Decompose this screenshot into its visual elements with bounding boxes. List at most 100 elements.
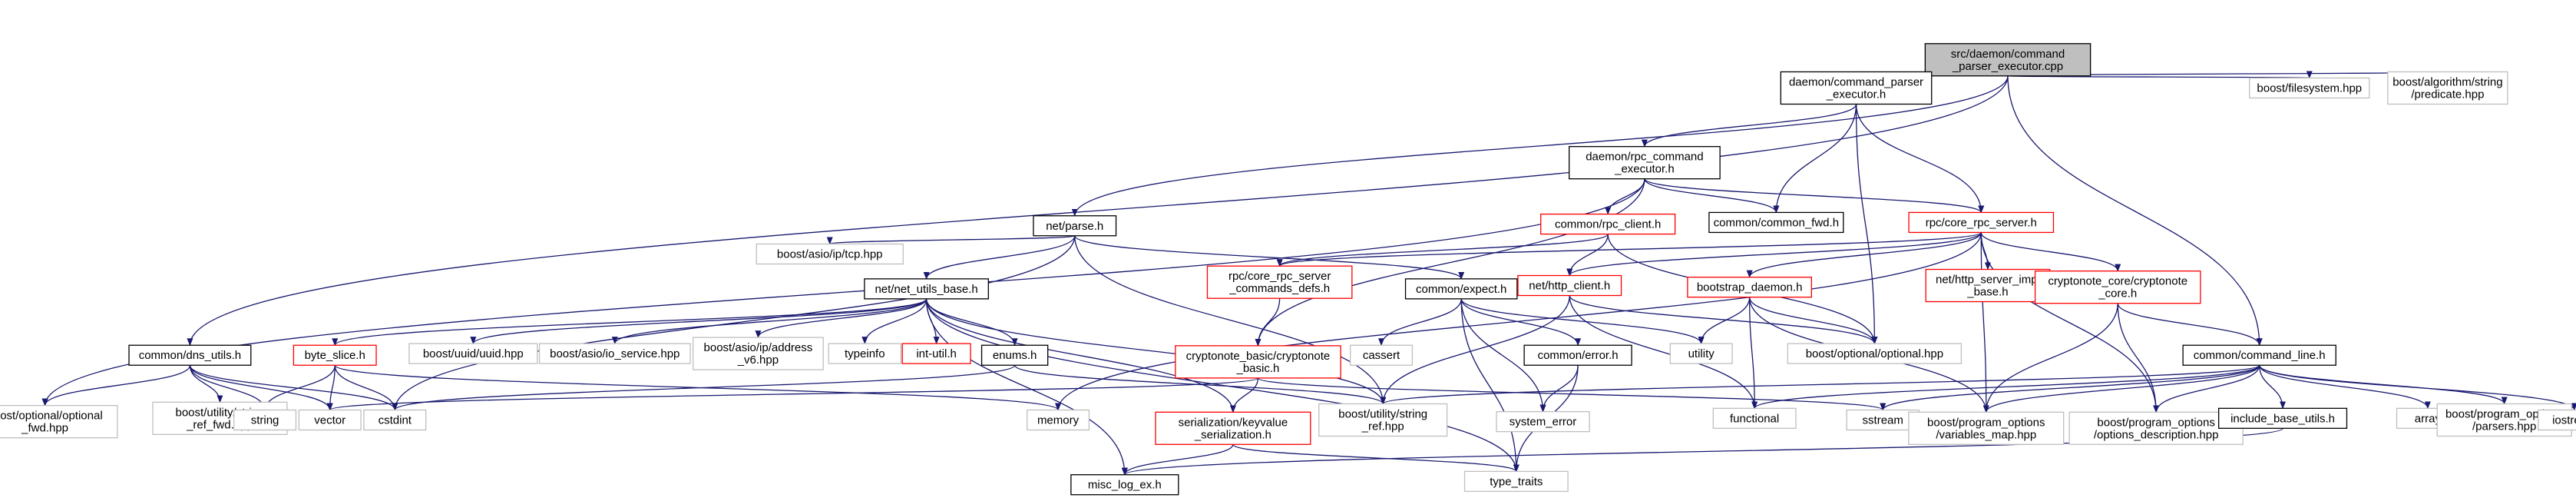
- node-odesc[interactable]: boost/program_options/options_descriptio…: [2068, 411, 2244, 445]
- node-box[interactable]: [1780, 71, 1933, 105]
- node-utility[interactable]: utility: [1669, 343, 1733, 364]
- node-box[interactable]: [1517, 274, 1622, 297]
- node-sstream[interactable]: sstream: [1846, 409, 1920, 431]
- node-box[interactable]: [0, 404, 118, 439]
- node-bslice[interactable]: byte_slice.h: [293, 344, 377, 366]
- node-label-line: boost/optional/optional: [0, 410, 103, 423]
- node-cfwd[interactable]: common/common_fwd.h: [1708, 211, 1844, 234]
- node-box[interactable]: [1070, 474, 1179, 496]
- node-box[interactable]: [1540, 213, 1676, 235]
- node-boot[interactable]: bootstrap_daemon.h: [1687, 277, 1813, 298]
- node-box[interactable]: [901, 343, 971, 364]
- node-box[interactable]: [2538, 409, 2576, 431]
- edge-cpe_h-to-opt: [1855, 104, 1878, 345]
- node-http[interactable]: net/http_client.h: [1517, 274, 1622, 297]
- node-vector[interactable]: vector: [298, 409, 362, 431]
- node-string[interactable]: string: [233, 409, 297, 431]
- node-box[interactable]: [298, 409, 362, 431]
- node-intutil[interactable]: int-util.h: [901, 343, 971, 364]
- node-crs[interactable]: rpc/core_rpc_server.h: [1908, 211, 2055, 234]
- node-box[interactable]: [293, 344, 377, 366]
- node-box[interactable]: [1404, 278, 1518, 300]
- node-hsib[interactable]: net/http_server_impl_base.h: [1925, 268, 2051, 303]
- node-rpcc[interactable]: common/rpc_client.h: [1540, 213, 1676, 235]
- node-box[interactable]: [2217, 407, 2348, 429]
- node-root[interactable]: src/daemon/command_parser_executor.cpp: [1924, 43, 2092, 77]
- node-box[interactable]: [1463, 470, 1569, 493]
- edge-crs-to-memory: [1055, 232, 1982, 411]
- node-serial[interactable]: serialization/keyvalue_serialization.h: [1155, 411, 1311, 445]
- node-box[interactable]: [233, 409, 297, 431]
- node-ipv6[interactable]: boost/asio/ip/address_v6.hpp: [692, 337, 824, 370]
- node-box[interactable]: [1687, 277, 1813, 298]
- node-strrefhpp[interactable]: boost/utility/string_ref.hpp: [1318, 403, 1448, 437]
- node-vmap[interactable]: boost/program_options/variables_map.hpp: [1908, 411, 2065, 445]
- node-box[interactable]: [1523, 344, 1632, 366]
- node-box[interactable]: [408, 343, 538, 364]
- node-ccore[interactable]: cryptonote_core/cryptonote_core.h: [2034, 271, 2201, 304]
- node-box[interactable]: [1350, 344, 1414, 366]
- node-box[interactable]: [1155, 411, 1311, 445]
- node-dns[interactable]: common/dns_utils.h: [128, 344, 252, 366]
- node-box[interactable]: [692, 337, 824, 370]
- node-rcd[interactable]: rpc/core_rpc_server_commands_defs.h: [1206, 265, 1353, 299]
- node-box[interactable]: [1496, 410, 1590, 433]
- node-pred[interactable]: boost/algorithm/string/predicate.hpp: [2387, 71, 2508, 105]
- node-box[interactable]: [980, 344, 1049, 366]
- node-rce[interactable]: daemon/rpc_command_executor.h: [1569, 146, 1721, 180]
- node-opt[interactable]: boost/optional/optional.hpp: [1787, 343, 1963, 364]
- node-cmdline[interactable]: common/command_line.h: [2182, 344, 2336, 366]
- node-box[interactable]: [756, 243, 904, 265]
- node-functional[interactable]: functional: [1712, 407, 1797, 429]
- node-box[interactable]: [1787, 343, 1963, 364]
- node-label-line: common/error.h: [1538, 349, 1619, 362]
- node-box[interactable]: [1033, 215, 1117, 237]
- node-box[interactable]: [128, 344, 252, 366]
- node-box[interactable]: [1924, 43, 2092, 77]
- node-memory[interactable]: memory: [1027, 409, 1090, 431]
- node-box[interactable]: [1846, 409, 1920, 431]
- node-cbasic[interactable]: cryptonote_basic/cryptonote_basic.h: [1175, 345, 1341, 379]
- node-cerror[interactable]: common/error.h: [1523, 344, 1632, 366]
- node-optfwd[interactable]: boost/optional/optional_fwd.hpp: [0, 404, 118, 439]
- node-uuid[interactable]: boost/uuid/uuid.hpp: [408, 343, 538, 364]
- node-box[interactable]: [828, 343, 902, 364]
- node-box[interactable]: [538, 343, 691, 364]
- node-box[interactable]: [2034, 271, 2201, 304]
- node-box[interactable]: [2182, 344, 2336, 366]
- node-box[interactable]: [2249, 77, 2370, 99]
- node-iosvc[interactable]: boost/asio/io_service.hpp: [538, 343, 691, 364]
- node-box[interactable]: [1206, 265, 1353, 299]
- node-nub[interactable]: net/net_utils_base.h: [864, 278, 989, 300]
- node-box[interactable]: [2068, 411, 2244, 445]
- node-box[interactable]: [1925, 268, 2051, 303]
- node-box[interactable]: [1712, 407, 1797, 429]
- node-cstdint[interactable]: cstdint: [363, 409, 427, 431]
- node-incbase[interactable]: include_base_utils.h: [2217, 407, 2348, 429]
- node-box[interactable]: [1708, 211, 1844, 234]
- node-cassert[interactable]: cassert: [1350, 344, 1414, 366]
- node-box[interactable]: [363, 409, 427, 431]
- node-label-line: boost/asio/io_service.hpp: [550, 347, 680, 360]
- node-box[interactable]: [1569, 146, 1721, 180]
- node-syserr[interactable]: system_error: [1496, 410, 1590, 433]
- node-box[interactable]: [1908, 211, 2055, 234]
- node-enums[interactable]: enums.h: [980, 344, 1049, 366]
- node-box[interactable]: [1027, 409, 1090, 431]
- node-box[interactable]: [1175, 345, 1341, 379]
- node-parse[interactable]: net/parse.h: [1033, 215, 1117, 237]
- node-box[interactable]: [2387, 71, 2508, 105]
- node-box[interactable]: [864, 278, 989, 300]
- node-tcp[interactable]: boost/asio/ip/tcp.hpp: [756, 243, 904, 265]
- node-box[interactable]: [1669, 343, 1733, 364]
- node-cpe_h[interactable]: daemon/command_parser_executor.h: [1780, 71, 1933, 105]
- node-iostream[interactable]: iostream: [2538, 409, 2576, 431]
- node-expect[interactable]: common/expect.h: [1404, 278, 1518, 300]
- node-typeinfo[interactable]: typeinfo: [828, 343, 902, 364]
- edge-crs-to-boot: [1746, 232, 1982, 278]
- node-typetraits[interactable]: type_traits: [1463, 470, 1569, 493]
- node-box[interactable]: [1908, 411, 2065, 445]
- node-box[interactable]: [1318, 403, 1448, 437]
- node-misclog[interactable]: misc_log_ex.h: [1070, 474, 1179, 496]
- node-fs[interactable]: boost/filesystem.hpp: [2249, 77, 2370, 99]
